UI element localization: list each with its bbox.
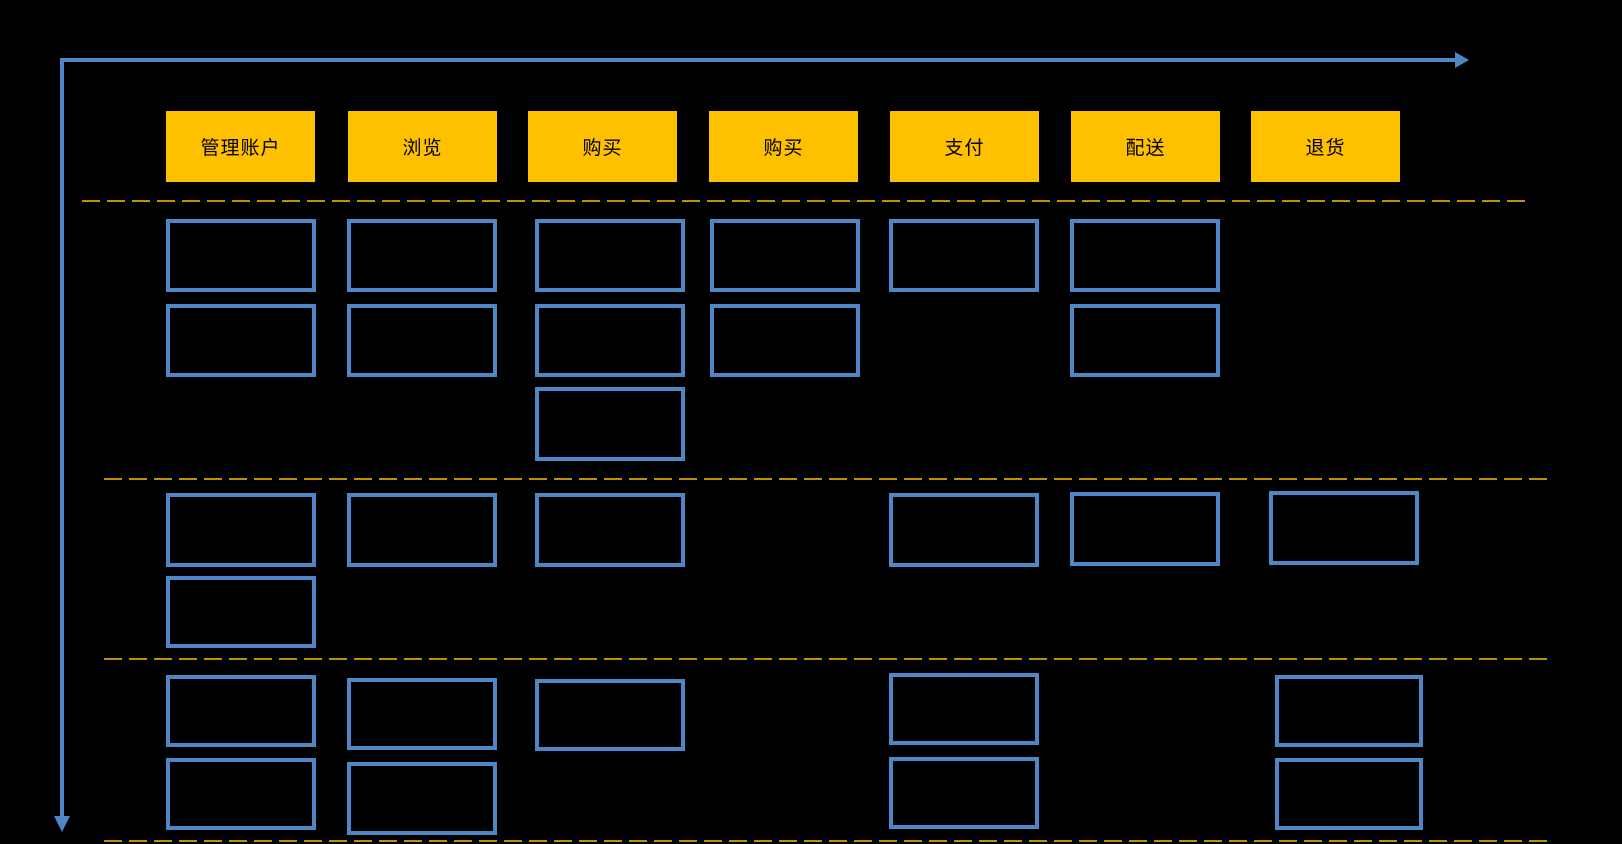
story-card bbox=[889, 493, 1039, 567]
story-card bbox=[347, 762, 497, 835]
story-card bbox=[889, 673, 1039, 745]
story-card bbox=[347, 493, 497, 567]
story-card bbox=[166, 758, 316, 830]
story-card bbox=[166, 219, 316, 292]
phase-header-4: 购买 bbox=[709, 111, 858, 182]
phase-header-5: 支付 bbox=[890, 111, 1039, 182]
story-card bbox=[535, 387, 685, 461]
story-card bbox=[889, 757, 1039, 829]
phase-header-7: 退货 bbox=[1251, 111, 1400, 182]
dashed-separator-4 bbox=[104, 840, 1548, 842]
story-card bbox=[1070, 492, 1220, 566]
story-card bbox=[535, 493, 685, 567]
story-card bbox=[1275, 758, 1423, 830]
dashed-separator-2 bbox=[104, 478, 1547, 480]
story-card bbox=[166, 304, 316, 377]
arrow-down-icon bbox=[54, 816, 70, 832]
arrow-right-icon bbox=[1455, 52, 1469, 68]
story-card bbox=[535, 304, 685, 377]
story-card bbox=[347, 304, 497, 377]
story-card bbox=[1070, 219, 1220, 292]
story-card bbox=[535, 219, 685, 292]
story-card bbox=[710, 304, 860, 377]
phase-header-1: 管理账户 bbox=[166, 111, 315, 182]
story-card bbox=[166, 493, 316, 567]
story-card bbox=[1070, 304, 1220, 377]
story-card bbox=[1269, 491, 1419, 565]
story-card bbox=[347, 219, 497, 292]
dashed-separator-3 bbox=[104, 658, 1547, 660]
story-card bbox=[166, 576, 316, 648]
dashed-separator-1 bbox=[82, 200, 1528, 202]
story-card bbox=[166, 675, 316, 747]
story-card bbox=[535, 679, 685, 751]
story-card bbox=[889, 219, 1039, 292]
vertical-axis-line bbox=[60, 58, 64, 816]
story-card bbox=[1275, 675, 1423, 747]
story-card bbox=[347, 678, 497, 750]
story-card bbox=[710, 219, 860, 292]
phase-header-3: 购买 bbox=[528, 111, 677, 182]
phase-header-2: 浏览 bbox=[348, 111, 497, 182]
phase-header-6: 配送 bbox=[1071, 111, 1220, 182]
horizontal-axis-line bbox=[60, 58, 1455, 62]
